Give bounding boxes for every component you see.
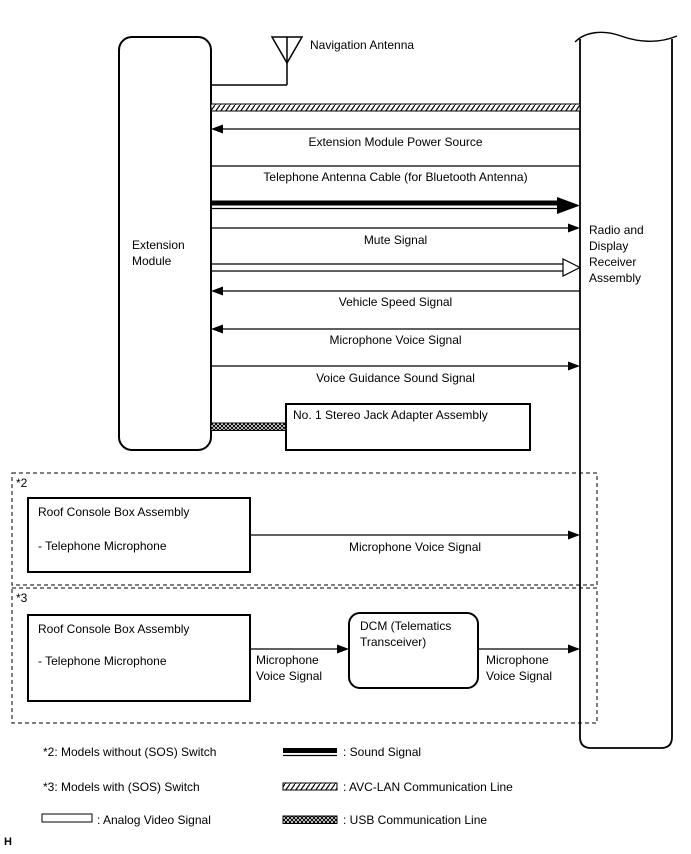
legend-sound-swatch — [283, 748, 337, 757]
legend-note2: *2: Models without (SOS) Switch — [43, 745, 217, 759]
analog-video-arrow — [211, 258, 582, 277]
legend-usb-label: : USB Communication Line — [343, 813, 488, 827]
roof-console-title-3: Roof Console Box Assembly — [38, 622, 190, 636]
roof-console-box-2 — [27, 497, 251, 573]
section2-tag: *2 — [16, 476, 28, 490]
power-source-arrow — [211, 124, 580, 134]
extension-module-box — [118, 36, 212, 451]
stereo-jack-box — [285, 403, 531, 451]
avclan-line — [210, 103, 581, 112]
torn-edge-wave — [574, 31, 678, 43]
section2-mic-arrow — [250, 530, 580, 540]
microphone-voice-arrow — [211, 324, 580, 334]
page-mark: H — [4, 836, 12, 848]
vehicle-speed-arrow — [211, 286, 580, 296]
sound-signal-arrow — [211, 197, 580, 214]
dcm-box — [348, 612, 479, 689]
dcm-label: DCM (Telematics Transceiver) — [360, 619, 452, 649]
power-source-label: Extension Module Power Source — [308, 135, 483, 149]
stereo-jack-label: No. 1 Stereo Jack Adapter Assembly — [293, 408, 488, 422]
legend-sound-label: : Sound Signal — [343, 745, 422, 759]
section3-tag: *3 — [16, 591, 28, 605]
section3-mic-in-label: Microphone Voice Signal — [256, 653, 323, 683]
legend-analog-swatch — [41, 813, 93, 823]
legend-avclan-label: : AVC-LAN Communication Line — [343, 780, 513, 794]
section3-mic-in-arrow — [250, 644, 349, 654]
microphone-voice-label: Microphone Voice Signal — [329, 333, 462, 347]
voice-guidance-arrow — [211, 361, 580, 371]
roof-console-item-2: - Telephone Microphone — [38, 539, 167, 553]
roof-console-title-2: Roof Console Box Assembly — [38, 505, 190, 519]
section3-mic-out-label: Microphone Voice Signal — [486, 653, 553, 683]
section3-dashed-box — [11, 587, 598, 724]
section2-dashed-box — [11, 472, 598, 586]
roof-console-item-3: - Telephone Microphone — [38, 654, 167, 668]
legend-note3: *3: Models with (SOS) Switch — [43, 780, 200, 794]
telephone-antenna-cable-label: Telephone Antenna Cable (for Bluetooth A… — [263, 170, 528, 184]
navigation-antenna-label: Navigation Antenna — [310, 38, 415, 52]
legend-avclan-swatch — [282, 782, 338, 791]
section2-mic-signal-label: Microphone Voice Signal — [348, 540, 482, 554]
voice-guidance-label: Voice Guidance Sound Signal — [316, 371, 475, 385]
mute-signal-label: Mute Signal — [363, 233, 428, 247]
section3-mic-out-arrow — [478, 644, 580, 654]
radio-assembly-label: Radio and Display Receiver Assembly — [589, 223, 644, 285]
vehicle-speed-label: Vehicle Speed Signal — [338, 295, 453, 309]
antenna-icon — [211, 36, 304, 86]
mute-signal-arrow — [211, 223, 580, 233]
usb-line — [210, 422, 287, 431]
radio-assembly-box — [574, 31, 678, 749]
legend-usb-swatch — [282, 815, 338, 824]
roof-console-box-3 — [27, 614, 251, 702]
legend-analog-label: : Analog Video Signal — [97, 813, 211, 827]
extension-module-label: Extension Module — [132, 238, 185, 268]
